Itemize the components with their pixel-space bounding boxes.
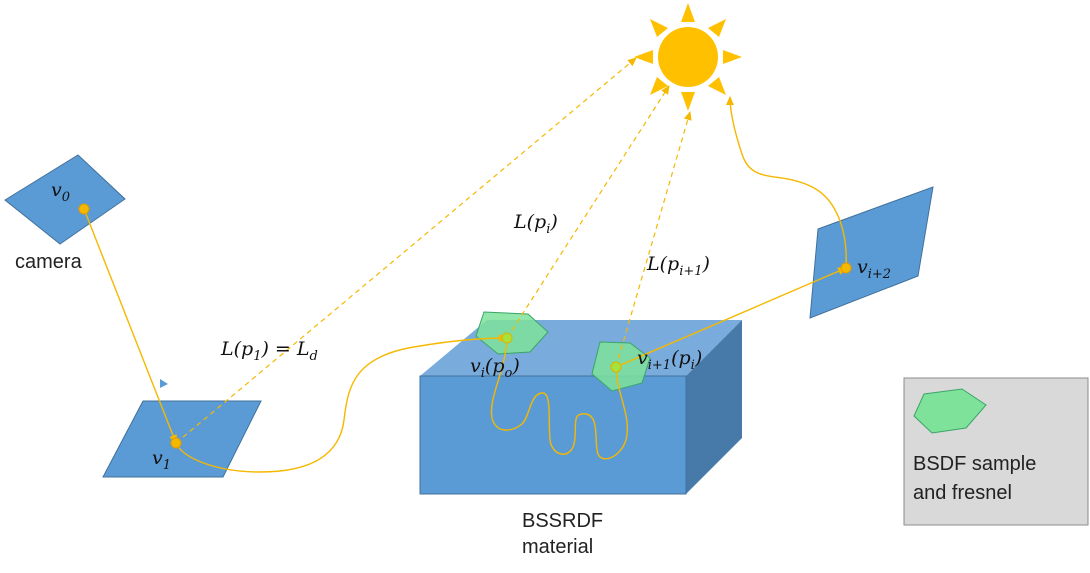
light-paths [83,96,847,473]
label-L-p1-Ld: L(p1) = Ld [220,338,318,364]
camera-plane [4,154,126,245]
material-label-line1: BSSRDF [522,510,603,532]
vertex-v1 [170,437,182,449]
vertex-vi1 [610,361,622,373]
legend: BSDF sample and fresnel [903,377,1089,526]
vertex-vi [501,332,513,344]
label-v0: v0 [51,179,70,205]
label-L-pi: L(pi) [513,211,558,237]
label-L-pi1: L(pi+1) [646,253,710,279]
material-label-line2: material [522,536,593,558]
label-v1: v1 [152,447,171,473]
camera-label: camera [15,251,83,273]
box-front-face [419,375,687,495]
legend-label-line2: and fresnel [913,482,1012,504]
legend-sample-icon [913,388,987,434]
label-vi1: vi+1(pi) [637,347,702,373]
surface-plane-vi2 [809,186,934,319]
label-vi2: vi+2 [857,256,891,282]
v1-to-vi-path [175,334,508,473]
bsdf-sample-patch-vi [475,311,549,355]
legend-label-line1: BSDF sample [913,453,1036,475]
vi2-to-sun-path [726,96,847,269]
direct-light-connections [175,57,692,444]
bssrdf-box [419,320,742,495]
vi-light-connection [506,85,670,339]
small-marker-icon [160,379,168,388]
vi1-to-vi2-path [615,267,847,368]
subsurface-path [490,337,628,460]
v1-light-connection [175,57,637,444]
box-side-face [686,320,742,494]
surface-plane-v1 [102,400,262,478]
vertex-v0 [78,203,90,215]
sun-icon [634,3,742,111]
label-vi: vi(po) [470,355,520,381]
camera-to-v1-path [83,208,177,444]
vertex-vi2 [840,262,852,274]
